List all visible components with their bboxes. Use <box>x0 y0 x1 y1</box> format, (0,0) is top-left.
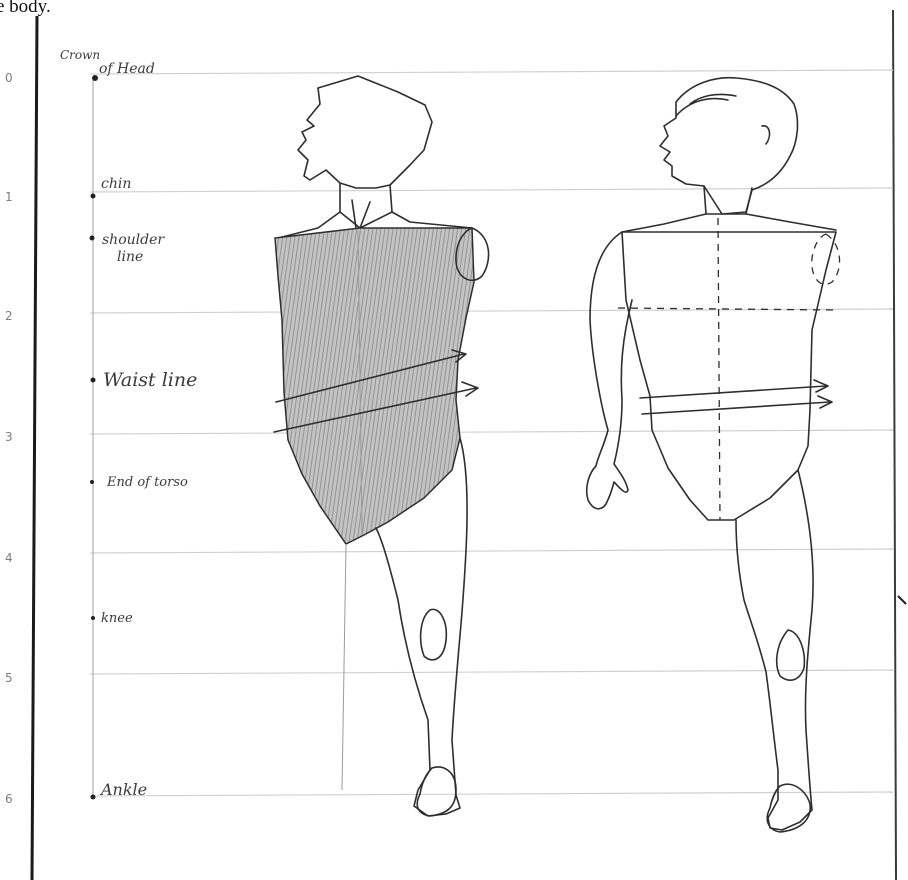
label-waist: Waist line <box>103 369 197 391</box>
scale-labels: Crown of Head chin shoulder line Waist l… <box>60 48 197 799</box>
label-knee: knee <box>101 611 133 626</box>
scale-number: 5 <box>5 671 13 685</box>
right-head <box>660 78 797 214</box>
scale-number: 0 <box>5 71 13 85</box>
right-shoulders <box>622 214 836 232</box>
scale-number: 3 <box>5 430 13 444</box>
scale-number: 4 <box>5 551 13 565</box>
label-shoulder: shoulder <box>102 232 165 248</box>
shaded-figure <box>274 76 489 816</box>
label-end-of-torso: End of torso <box>106 475 188 490</box>
page-right-edge <box>893 10 896 880</box>
scale-number: 6 <box>5 792 13 806</box>
left-foot <box>417 767 456 816</box>
edge-mark <box>898 596 906 604</box>
measure-dots <box>90 75 99 800</box>
left-neck <box>340 183 392 228</box>
top-text-fragment: e body. <box>0 0 51 17</box>
right-neck <box>704 186 752 214</box>
right-hair <box>676 94 736 116</box>
right-leg <box>736 470 813 830</box>
outline-figure <box>587 78 840 832</box>
left-head <box>298 76 432 188</box>
page-left-margin <box>32 16 37 880</box>
right-torso <box>622 232 836 520</box>
label-chin: chin <box>101 176 131 192</box>
head-scale-numbers: 0 1 2 3 4 5 6 <box>5 71 13 806</box>
left-torso-shading <box>275 228 474 544</box>
label-ankle: Ankle <box>99 780 147 799</box>
scale-number: 2 <box>5 309 13 323</box>
label-crown-2: of Head <box>99 61 155 77</box>
right-center-line <box>718 218 720 520</box>
right-knee <box>777 630 805 680</box>
right-waist-arrows <box>640 380 832 414</box>
label-shoulder-2: line <box>117 249 143 265</box>
right-armhole <box>812 234 840 284</box>
label-crown: Crown <box>60 48 100 62</box>
scale-number: 1 <box>5 190 13 204</box>
left-knee <box>421 609 447 659</box>
right-ear <box>762 126 769 144</box>
